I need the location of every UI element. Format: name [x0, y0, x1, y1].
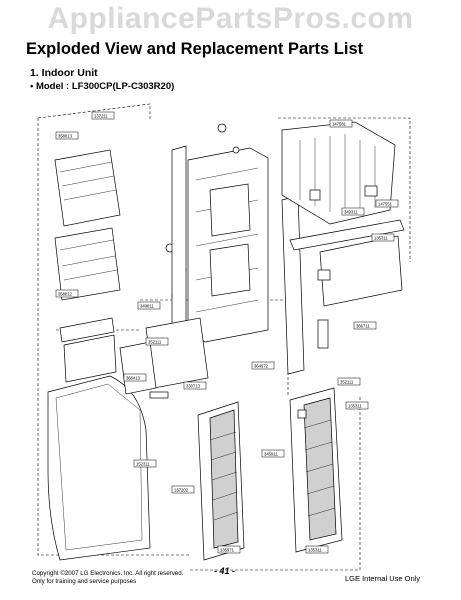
page-number: - 41 - — [214, 566, 236, 576]
model-label: • Model : LF300CP(LP-C303R20) — [30, 81, 175, 92]
upper-panel-part — [54, 227, 121, 301]
pipe-part — [317, 319, 329, 349]
callout-label: 358812 — [58, 292, 73, 297]
callout-label: 352111 — [340, 380, 354, 385]
drain-pan-part — [289, 219, 405, 307]
right-lower-grille-part — [289, 387, 343, 553]
handle-part — [59, 317, 117, 383]
internal-use-label: LGE Internal Use Only — [345, 574, 421, 583]
usage-note: Only for training and service purposes — [32, 578, 137, 585]
callout-label: 147551 — [378, 202, 393, 207]
page-title: Exploded View and Replacement Parts List — [26, 40, 364, 58]
callout-label: 349811 — [140, 304, 154, 309]
callout-label: 137202 — [174, 488, 189, 493]
callout-label: 135311 — [348, 404, 362, 409]
heat-exchanger-part — [281, 121, 396, 225]
footer-copyright: Copyright ©2007 LG Electronics. Inc. All… — [32, 570, 183, 586]
callout-label: 366413 — [126, 376, 141, 381]
top-grille-part — [54, 149, 121, 227]
watermark-logo: AppliancePartsPros.com — [47, 2, 414, 35]
right-side-rail-part — [281, 195, 305, 375]
left-lower-grille-part — [197, 401, 245, 561]
callout-label: 137211 — [94, 114, 108, 119]
callout-label: 364972 — [254, 364, 269, 369]
callout-label: 366711 — [356, 324, 370, 329]
callout-label: 330713 — [186, 384, 201, 389]
left-side-rail-part — [171, 145, 187, 335]
callout-label: 349311 — [344, 210, 358, 215]
section-heading: 1. Indoor Unit — [30, 67, 98, 79]
callout-label: 152311 — [136, 462, 150, 467]
callout-label: 135311 — [308, 548, 322, 553]
callout-label: 345911 — [264, 452, 278, 457]
callout-label: 135971 — [220, 548, 235, 553]
control-box-part — [119, 317, 209, 399]
callout-label: 352111 — [148, 340, 162, 345]
callouts: 137211 358813 358812 349811 352111 36641… — [55, 111, 399, 554]
front-door-panel-part — [47, 375, 151, 561]
callout-label: 135311 — [374, 236, 388, 241]
callout-label: 147581 — [332, 122, 347, 127]
copyright-text: Copyright ©2007 LG Electronics. Inc. All… — [32, 570, 184, 577]
callout-label: 358813 — [58, 134, 73, 139]
